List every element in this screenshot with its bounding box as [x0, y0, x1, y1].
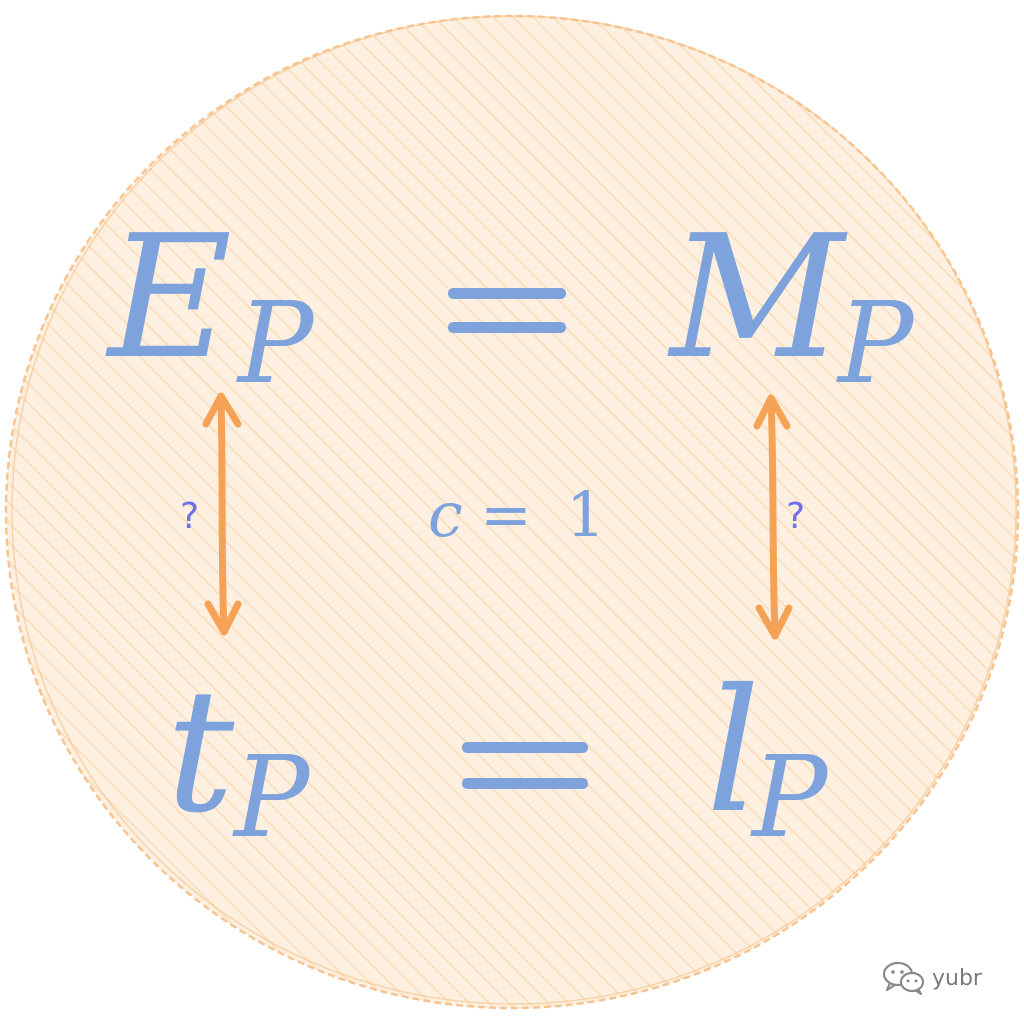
right-double-arrow	[753, 394, 793, 640]
watermark-text: yubr	[932, 965, 982, 991]
top-right-base: M	[667, 199, 848, 397]
left-double-arrow	[202, 392, 242, 636]
bottom-left-base: t	[166, 653, 235, 851]
top-left-sub: P	[236, 279, 315, 409]
bottom-left-sub: P	[232, 733, 311, 863]
top-left-base: E	[105, 199, 232, 397]
left-question-mark: ?	[180, 496, 199, 537]
bottom-equation: t P = l P	[166, 653, 829, 863]
center-condition: c = 1	[428, 478, 605, 551]
bottom-right-sub: P	[750, 733, 829, 863]
bottom-right-base: l	[706, 653, 760, 851]
right-question-mark: ?	[786, 496, 805, 537]
bottom-equals-sign	[462, 742, 588, 789]
center-lhs: c	[428, 478, 463, 551]
top-equals-sign	[448, 288, 566, 333]
center-rhs: 1	[566, 478, 605, 551]
watermark: yubr	[882, 960, 982, 996]
center-op: =	[480, 478, 532, 551]
top-equation: E P = M P	[105, 199, 915, 409]
top-right-sub: P	[836, 279, 915, 409]
wechat-icon	[882, 961, 925, 996]
